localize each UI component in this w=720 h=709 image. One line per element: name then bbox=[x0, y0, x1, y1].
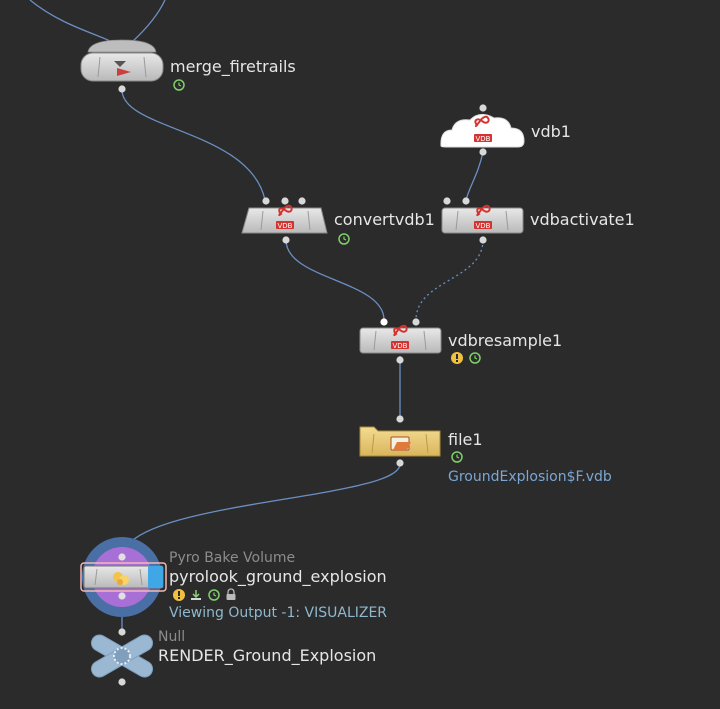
node-vdbactivate1[interactable]: VDB bbox=[441, 197, 524, 244]
clock-icon bbox=[208, 589, 220, 601]
lock-icon bbox=[226, 588, 236, 600]
badges bbox=[173, 79, 481, 601]
convertvdb-body bbox=[241, 207, 328, 234]
vdb1-cloud-body bbox=[440, 114, 525, 148]
wire-convertvdb-to-vdbresample bbox=[285, 239, 385, 321]
pyrolook-selection-outline bbox=[80, 562, 167, 592]
wire-merge-to-convertvdb bbox=[121, 89, 266, 201]
vdbactivate-input-connector-2[interactable] bbox=[462, 197, 470, 205]
node-vdb1[interactable]: VDB bbox=[440, 104, 525, 156]
vdb1-input-connector[interactable] bbox=[479, 104, 487, 112]
display-flag[interactable] bbox=[148, 566, 163, 588]
vdb-logo-icon: VDB bbox=[391, 324, 409, 350]
wire-vdb1-to-vdbactivate bbox=[465, 151, 484, 201]
node-type-pyrolook: Pyro Bake Volume bbox=[169, 550, 296, 566]
node-label-merge-firetrails: merge_firetrails bbox=[170, 57, 296, 76]
node-convertvdb1[interactable]: VDB bbox=[241, 197, 328, 244]
node-label-file1: file1 bbox=[448, 430, 483, 449]
convertvdb-input-connector-1[interactable] bbox=[262, 197, 270, 205]
node-vdbresample1[interactable]: VDB bbox=[359, 318, 442, 364]
file-path-info: GroundExplosion$F.vdb bbox=[448, 469, 612, 485]
viewing-output-info: Viewing Output -1: VISUALIZER bbox=[169, 605, 388, 621]
file-output-connector[interactable] bbox=[396, 459, 404, 467]
warning-icon bbox=[173, 589, 185, 601]
clock-icon bbox=[469, 352, 481, 364]
vdbactivate-input-connector-1[interactable] bbox=[443, 197, 451, 205]
svg-text:VDB: VDB bbox=[476, 222, 491, 230]
wire-file-to-pyrolook bbox=[121, 463, 401, 557]
file-input-connector[interactable] bbox=[396, 415, 404, 423]
node-label-convertvdb1: convertvdb1 bbox=[334, 210, 435, 229]
vdbresample-input-connector-1[interactable] bbox=[380, 318, 388, 326]
merge-icon bbox=[114, 61, 131, 76]
file-folder-icon bbox=[390, 436, 411, 451]
pyrolook-output-connector[interactable] bbox=[118, 592, 126, 600]
download-icon bbox=[191, 590, 201, 600]
clock-icon bbox=[451, 451, 463, 463]
node-label-render: RENDER_Ground_Explosion bbox=[158, 646, 377, 665]
wires bbox=[29, 0, 484, 632]
svg-text:VDB: VDB bbox=[476, 135, 491, 143]
null-center bbox=[113, 647, 131, 665]
svg-text:VDB: VDB bbox=[393, 342, 408, 350]
clock-icon bbox=[173, 79, 185, 91]
pyrolook-input-connector[interactable] bbox=[118, 553, 126, 561]
node-render-null[interactable] bbox=[89, 628, 156, 686]
vdbactivate-output-connector[interactable] bbox=[479, 236, 487, 244]
vdb1-output-connector[interactable] bbox=[479, 148, 487, 156]
node-label-vdbactivate1: vdbactivate1 bbox=[530, 210, 635, 229]
node-label-vdbresample1: vdbresample1 bbox=[448, 331, 563, 350]
render-input-connector[interactable] bbox=[118, 628, 126, 636]
merge-cap bbox=[87, 39, 157, 53]
node-label-pyrolook: pyrolook_ground_explosion bbox=[169, 567, 387, 586]
svg-text:VDB: VDB bbox=[278, 222, 293, 230]
convertvdb-input-connector-2[interactable] bbox=[281, 197, 289, 205]
vdb-logo-icon: VDB bbox=[474, 204, 492, 230]
vdbresample-input-connector-2[interactable] bbox=[412, 318, 420, 326]
wire-upper-right bbox=[131, 0, 166, 43]
node-type-null: Null bbox=[158, 629, 186, 645]
render-output-connector[interactable] bbox=[118, 678, 126, 686]
clock-icon bbox=[338, 233, 350, 245]
node-file1[interactable] bbox=[359, 415, 441, 467]
node-label-vdb1: vdb1 bbox=[531, 122, 571, 141]
merge-body bbox=[80, 52, 164, 82]
pyro-bake-icon bbox=[113, 572, 129, 585]
node-merge-firetrails[interactable] bbox=[80, 39, 164, 93]
warning-icon bbox=[451, 352, 463, 364]
convertvdb-input-connector-3[interactable] bbox=[298, 197, 306, 205]
convertvdb-output-connector[interactable] bbox=[282, 236, 290, 244]
vdb-logo-icon: VDB bbox=[276, 204, 294, 230]
vdb-logo-icon: VDB bbox=[474, 115, 492, 143]
vdbresample-output-connector[interactable] bbox=[396, 356, 404, 364]
wire-upper-left bbox=[29, 0, 113, 43]
merge-output-connector[interactable] bbox=[118, 85, 126, 93]
node-pyrolook[interactable] bbox=[80, 537, 167, 617]
wire-vdbactivate-to-vdbresample bbox=[415, 239, 484, 321]
